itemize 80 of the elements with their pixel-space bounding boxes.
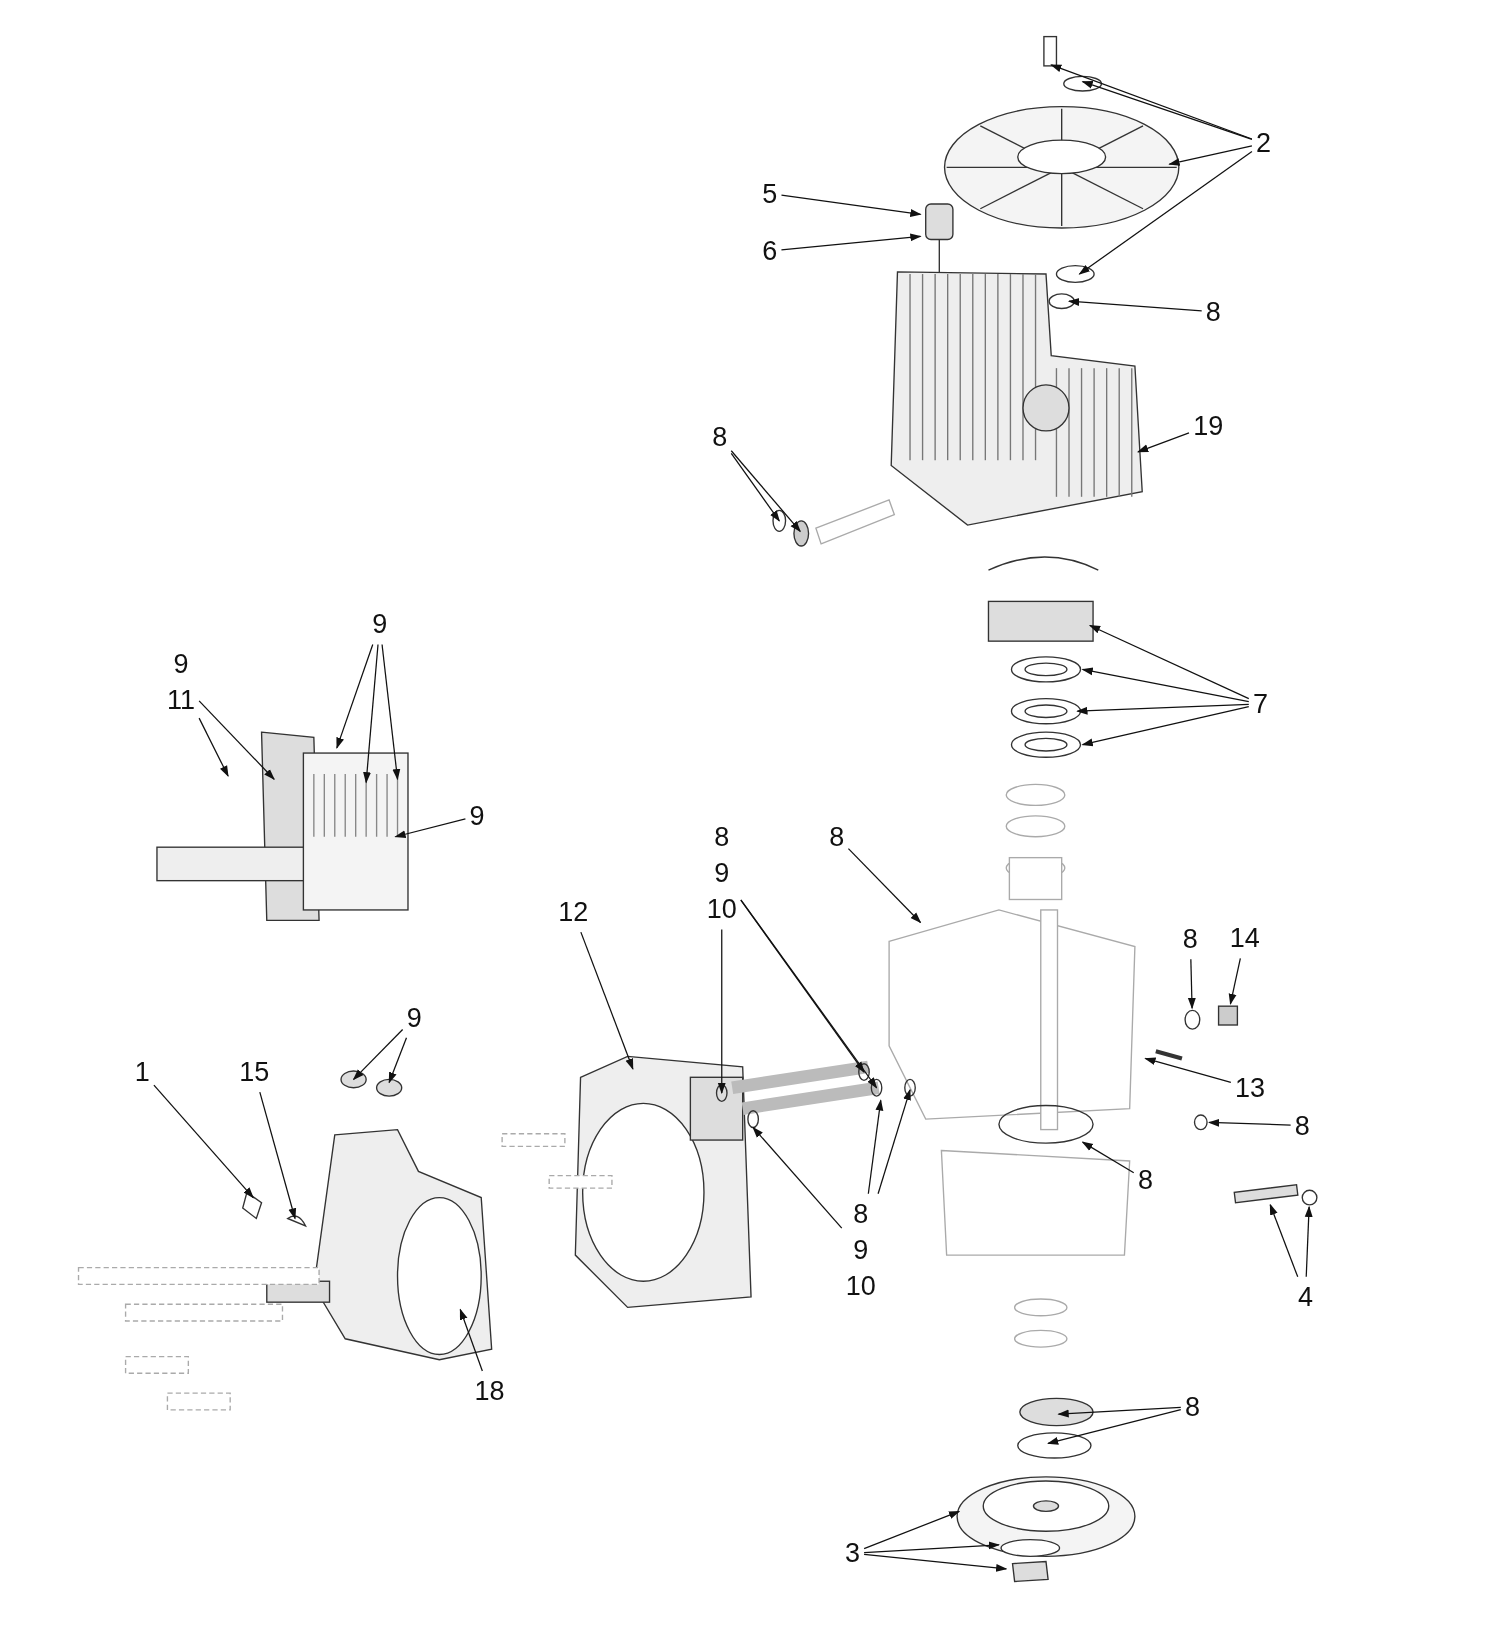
leader-line	[1047, 1409, 1182, 1445]
leader-line	[1050, 64, 1253, 140]
leader-line	[352, 1028, 404, 1081]
callout-number: 9	[852, 1234, 870, 1267]
o-ring-drawing	[1193, 1114, 1208, 1131]
leader-line	[394, 818, 467, 839]
leader-line	[259, 1091, 297, 1220]
o-ring-drawing	[1184, 1009, 1201, 1030]
leader-line	[1137, 432, 1190, 453]
leader-line	[863, 1510, 961, 1550]
leader-line	[717, 928, 726, 1095]
leader-line	[198, 700, 275, 781]
leader-line	[867, 1099, 884, 1195]
leader-line	[1269, 1203, 1299, 1278]
leader-line	[1088, 624, 1250, 700]
callout-number: 8	[1181, 923, 1199, 957]
leader-line	[363, 643, 379, 784]
leader-line	[780, 194, 922, 217]
leader-line	[388, 1037, 408, 1084]
leader-line	[1144, 1057, 1232, 1084]
callout-number: 6	[761, 235, 779, 269]
leader-line	[1187, 958, 1196, 1010]
leader-line	[1228, 957, 1241, 1006]
leader-line	[1067, 298, 1203, 312]
leader-line	[1081, 705, 1250, 747]
leader-line	[153, 1084, 254, 1199]
callout-number: 10	[844, 1270, 877, 1303]
callout-number: 8	[711, 421, 729, 455]
callout-number: 7	[1251, 687, 1269, 721]
callout-number: 9	[468, 799, 486, 833]
lever-arm-drawing	[1233, 1183, 1299, 1204]
leader-line	[1304, 1205, 1313, 1278]
callout-number: 8	[1136, 1163, 1154, 1197]
callout-number: 2	[1255, 127, 1273, 161]
callout-number: 9	[371, 608, 389, 642]
leader-line	[863, 1553, 1008, 1572]
callout-number: 9	[405, 1001, 423, 1035]
callout-number: 18	[473, 1375, 506, 1409]
leader-line	[1208, 1118, 1292, 1127]
retaining-ring-drawing	[1301, 1189, 1318, 1206]
callout-number: 8	[1204, 295, 1222, 329]
callout-number: 9	[172, 648, 190, 681]
callout-number: 8	[852, 1198, 870, 1231]
callout-number: 19	[1192, 409, 1225, 443]
callout-number: 11	[165, 684, 196, 717]
leader-line	[877, 1088, 911, 1195]
callout-number: 13	[1234, 1071, 1266, 1105]
callout-number: 4	[1296, 1281, 1314, 1315]
leader-line	[1081, 80, 1253, 140]
leader-line	[580, 931, 634, 1070]
leader-line	[752, 1126, 843, 1229]
callout-number: 5	[761, 177, 779, 211]
leader-line	[847, 848, 922, 924]
leader-line	[1057, 1406, 1182, 1418]
callout-number: 10	[705, 893, 738, 927]
leader-line	[336, 643, 374, 749]
leader-line	[740, 899, 865, 1073]
callout-number: 14	[1228, 922, 1261, 956]
callout-number: 12	[557, 896, 590, 930]
leader-line	[1081, 667, 1250, 703]
leader-line	[730, 452, 780, 522]
leader-line	[780, 233, 922, 251]
plug-drawing	[1217, 1005, 1239, 1026]
callout-number: 8	[1183, 1390, 1201, 1424]
leader-line	[198, 717, 229, 778]
leader-line	[740, 899, 878, 1089]
callout-number: 8	[713, 821, 731, 855]
callout-number: 1	[133, 1056, 151, 1090]
callout-number: 9	[713, 857, 731, 891]
callout-number: 8	[828, 820, 846, 854]
callout-number: 3	[844, 1537, 861, 1571]
callout-number: 15	[238, 1056, 271, 1090]
leader-line	[1078, 150, 1253, 275]
callout-number: 8	[1293, 1109, 1311, 1143]
leader-line	[1076, 703, 1250, 715]
leader-line	[1168, 145, 1253, 166]
leader-line	[381, 643, 401, 781]
leader-line	[730, 450, 801, 533]
leader-line	[863, 1541, 1001, 1554]
leader-line	[1081, 1141, 1135, 1174]
